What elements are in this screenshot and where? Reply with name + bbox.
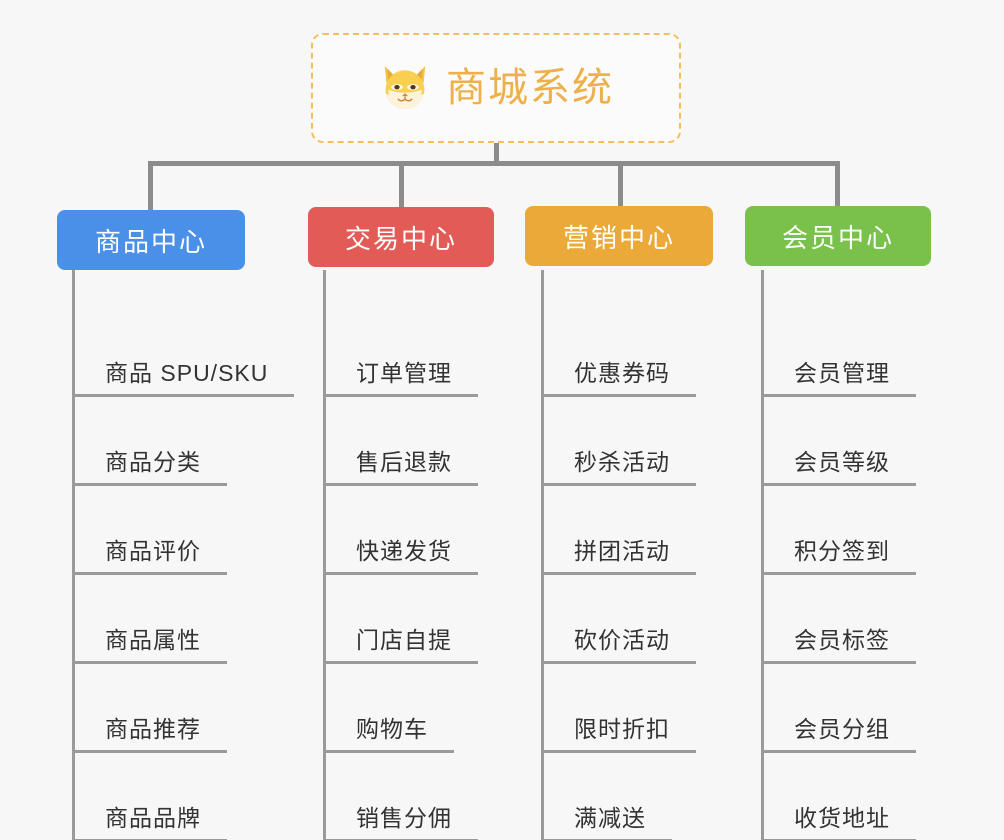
leaf-item[interactable]: 积分签到 bbox=[764, 492, 916, 581]
leaf-item[interactable]: 商品推荐 bbox=[75, 670, 227, 759]
leaf-item-label: 会员管理 bbox=[764, 360, 916, 397]
leaf-spine bbox=[323, 270, 326, 840]
leaf-item[interactable]: 会员分组 bbox=[764, 670, 916, 759]
leaf-item[interactable]: 销售分佣 bbox=[326, 759, 478, 840]
leaf-item[interactable]: 会员管理 bbox=[764, 314, 916, 403]
leaf-item-label: 商品分类 bbox=[75, 449, 227, 486]
leaf-item[interactable]: 商品分类 bbox=[75, 403, 227, 492]
leaf-item[interactable]: 快递发货 bbox=[326, 492, 478, 581]
leaf-item[interactable]: 会员等级 bbox=[764, 403, 916, 492]
leaf-item-label: 商品推荐 bbox=[75, 716, 227, 753]
leaf-spine bbox=[761, 270, 764, 840]
category-label: 交易中心 bbox=[344, 223, 457, 254]
category-label: 营销中心 bbox=[562, 222, 675, 253]
leaf-item-label: 商品属性 bbox=[75, 627, 227, 664]
leaf-item-label: 拼团活动 bbox=[544, 538, 696, 575]
branch-drop-connector-4 bbox=[835, 161, 840, 210]
branch-drop-connector-3 bbox=[618, 161, 623, 210]
root-title: 商城系统 bbox=[446, 66, 614, 110]
leaf-item[interactable]: 商品 SPU/SKU bbox=[75, 314, 295, 403]
leaf-item[interactable]: 优惠券码 bbox=[544, 314, 696, 403]
leaf-item[interactable]: 满减送 bbox=[544, 759, 672, 840]
leaf-item-label: 限时折扣 bbox=[544, 716, 696, 753]
leaf-item[interactable]: 商品品牌 bbox=[75, 759, 227, 840]
category-box-3[interactable]: 营销中心 bbox=[525, 206, 713, 266]
leaf-item[interactable]: 限时折扣 bbox=[544, 670, 696, 759]
leaf-item[interactable]: 商品评价 bbox=[75, 492, 227, 581]
leaf-item-label: 满减送 bbox=[544, 805, 672, 840]
root-node[interactable]: 商城系统 bbox=[311, 33, 681, 143]
category-label: 会员中心 bbox=[781, 222, 894, 253]
leaf-item[interactable]: 秒杀活动 bbox=[544, 403, 696, 492]
leaf-item[interactable]: 售后退款 bbox=[326, 403, 478, 492]
leaf-item[interactable]: 拼团活动 bbox=[544, 492, 696, 581]
category-label: 商品中心 bbox=[94, 226, 207, 257]
leaf-item[interactable]: 商品属性 bbox=[75, 581, 227, 670]
leaf-item-label: 秒杀活动 bbox=[544, 449, 696, 486]
leaf-item-label: 会员分组 bbox=[764, 716, 916, 753]
category-box-2[interactable]: 交易中心 bbox=[308, 207, 494, 267]
leaf-spine bbox=[72, 270, 75, 840]
leaf-item-label: 商品评价 bbox=[75, 538, 227, 575]
leaf-item-label: 收货地址 bbox=[764, 805, 916, 840]
leaf-spine bbox=[541, 270, 544, 840]
leaf-item[interactable]: 收货地址 bbox=[764, 759, 916, 840]
leaf-item-label: 售后退款 bbox=[326, 449, 478, 486]
branch-drop-connector-1 bbox=[148, 161, 153, 210]
leaf-item-label: 订单管理 bbox=[326, 360, 478, 397]
leaf-item-label: 门店自提 bbox=[326, 627, 478, 664]
leaf-item-label: 积分签到 bbox=[764, 538, 916, 575]
category-box-4[interactable]: 会员中心 bbox=[745, 206, 931, 266]
leaf-item-label: 商品 SPU/SKU bbox=[75, 360, 295, 397]
root-trunk-connector bbox=[494, 143, 499, 165]
leaf-item-label: 购物车 bbox=[326, 716, 454, 753]
branch-drop-connector-2 bbox=[399, 161, 404, 210]
leaf-item-label: 砍价活动 bbox=[544, 627, 696, 664]
leaf-item-label: 会员等级 bbox=[764, 449, 916, 486]
leaf-item-label: 销售分佣 bbox=[326, 805, 478, 840]
category-box-1[interactable]: 商品中心 bbox=[57, 210, 245, 270]
leaf-item-label: 优惠券码 bbox=[544, 360, 696, 397]
leaf-item[interactable]: 砍价活动 bbox=[544, 581, 696, 670]
shiba-dog-icon bbox=[378, 61, 432, 115]
leaf-item[interactable]: 购物车 bbox=[326, 670, 454, 759]
leaf-item-label: 会员标签 bbox=[764, 627, 916, 664]
leaf-item-label: 商品品牌 bbox=[75, 805, 227, 840]
leaf-item[interactable]: 会员标签 bbox=[764, 581, 916, 670]
leaf-item[interactable]: 门店自提 bbox=[326, 581, 478, 670]
horizontal-bus-connector bbox=[148, 161, 840, 166]
leaf-item-label: 快递发货 bbox=[326, 538, 478, 575]
leaf-item[interactable]: 订单管理 bbox=[326, 314, 478, 403]
